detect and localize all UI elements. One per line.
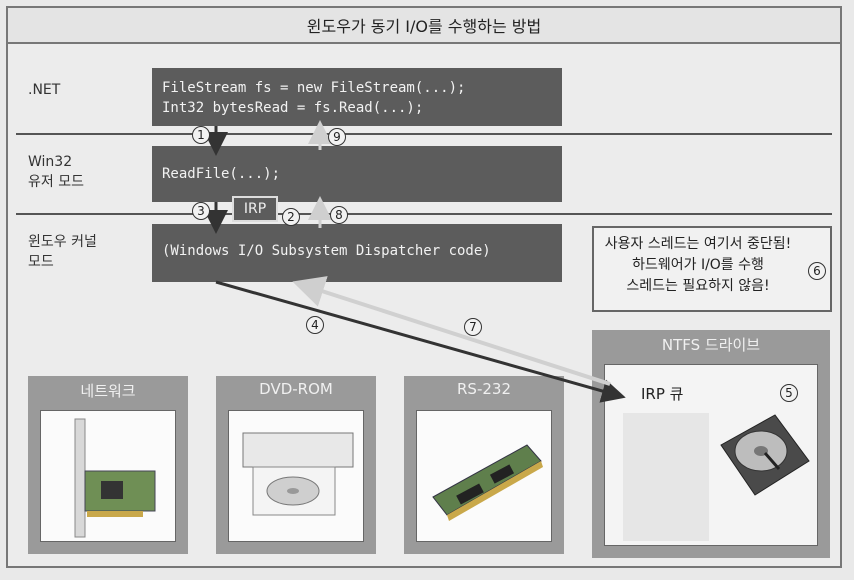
step-6-marker: 6 xyxy=(808,262,826,280)
layer-divider-1 xyxy=(16,133,832,135)
device-label-dvd-rom: DVD-ROM xyxy=(259,380,333,398)
irp-queue xyxy=(623,413,709,541)
device-label-ntfs: NTFS 드라이브 xyxy=(661,336,761,354)
step-3-marker: 3 xyxy=(192,202,210,220)
device-label-network: 네트워크 xyxy=(80,382,136,400)
hard-disk-image xyxy=(720,414,810,496)
device-ntfs-drive: NTFS 드라이브 IRP 큐 xyxy=(592,330,830,558)
irp-box: IRP xyxy=(232,196,278,222)
step-5-marker: 5 xyxy=(780,384,798,402)
device-dvd-rom: DVD-ROM xyxy=(216,376,376,554)
step-1-marker: 1 xyxy=(192,126,210,144)
layer-label-win32: Win32 유저 모드 xyxy=(28,154,84,190)
layer-divider-2 xyxy=(16,213,832,215)
device-rs-232: RS-232 xyxy=(404,376,564,554)
dvd-drive-image xyxy=(228,410,364,542)
layer-label-dotnet: .NET xyxy=(28,82,61,98)
thread-note: 사용자 스레드는 여기서 중단됨! 하드웨어가 I/O를 수행 스레드는 필요하… xyxy=(592,226,832,312)
code-band-dotnet: FileStream fs = new FileStream(...); Int… xyxy=(152,68,562,126)
device-network: 네트워크 xyxy=(28,376,188,554)
step-8-marker: 8 xyxy=(330,206,348,224)
diagram-title: 윈도우가 동기 I/O를 수행하는 방법 xyxy=(6,6,842,44)
step-9-marker: 9 xyxy=(328,128,346,146)
device-label-rs-232: RS-232 xyxy=(457,380,511,398)
layer-label-kernel: 윈도우 커널 모드 xyxy=(28,234,97,270)
arrow-step-4 xyxy=(215,280,626,403)
step-2-marker: 2 xyxy=(282,208,300,226)
serial-card-image xyxy=(416,410,552,542)
step-7-marker: 7 xyxy=(464,318,482,336)
network-card-image xyxy=(40,410,176,542)
irp-queue-label: IRP 큐 xyxy=(641,385,684,403)
arrow-step-7 xyxy=(292,276,611,386)
step-4-marker: 4 xyxy=(306,316,324,334)
